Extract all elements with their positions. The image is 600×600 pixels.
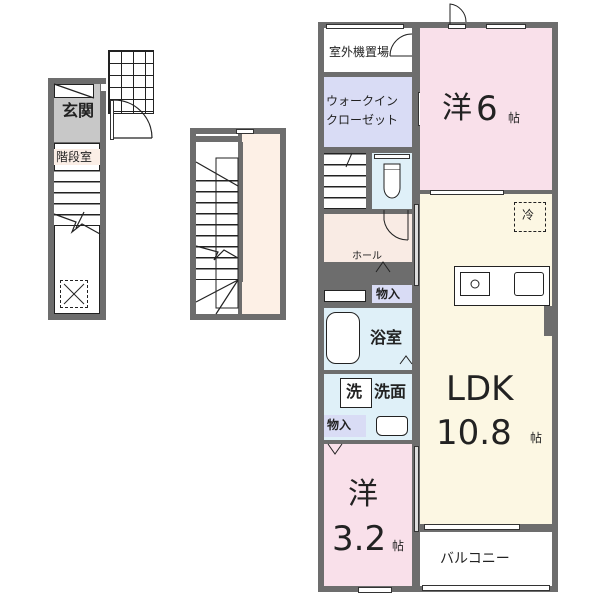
toilet-icon bbox=[383, 163, 401, 199]
western-room-6-top-door-icon[interactable] bbox=[448, 2, 468, 24]
hall-arrow-icon bbox=[375, 261, 391, 273]
entrance-small-square bbox=[101, 84, 108, 91]
outdoor-unit-space bbox=[324, 28, 412, 72]
western-room-6 bbox=[420, 28, 552, 190]
refrigerator-label: 冷 bbox=[522, 208, 535, 222]
western-room-6-type: 洋 bbox=[442, 91, 472, 126]
ldk-balcony-sliding-door[interactable] bbox=[424, 524, 520, 530]
storage-1-label: 物入 bbox=[376, 287, 401, 301]
floor-hatch-x-icon bbox=[63, 283, 85, 305]
floor2-stair-treads bbox=[196, 180, 238, 280]
wash-basin-icon bbox=[376, 416, 408, 436]
room6-ldk-sliding-door[interactable] bbox=[430, 190, 504, 195]
stairwell-label-bg bbox=[54, 149, 100, 165]
western-room-3-2-door-arrow-icon bbox=[327, 443, 343, 455]
western-room-3-2-window bbox=[358, 587, 392, 593]
storage-2 bbox=[324, 415, 366, 437]
floor3-plan: 室外機置場 ウォークイン クローゼット 洋 6 帖 ホール 物入 浴室 bbox=[318, 3, 558, 594]
washroom-label: 洗面 bbox=[374, 382, 407, 401]
entrance-door-frame bbox=[110, 100, 114, 140]
balcony-label: バルコニー bbox=[440, 551, 510, 567]
washer-space bbox=[340, 378, 372, 408]
western-room-6-vent bbox=[448, 24, 466, 29]
entrance-label: 玄関 bbox=[62, 101, 95, 120]
entrance-porch-tiles bbox=[108, 50, 154, 114]
western-room-6-unit: 帖 bbox=[508, 111, 521, 125]
bathroom-label: 浴室 bbox=[370, 328, 403, 347]
stair-break-line bbox=[53, 211, 101, 235]
outdoor-unit-window bbox=[326, 24, 404, 29]
toilet-window bbox=[374, 154, 410, 159]
shoe-box-diagonal bbox=[53, 83, 95, 99]
sink-drain-icon bbox=[470, 279, 480, 289]
kitchen-partition bbox=[544, 306, 552, 336]
bathtub-icon bbox=[326, 312, 360, 364]
floor-hatch-icon bbox=[60, 280, 88, 308]
hall-sliding-door[interactable] bbox=[414, 204, 419, 286]
western-room-3-2-type: 洋 bbox=[348, 477, 378, 512]
ldk-type: LDK bbox=[446, 369, 514, 409]
western-room-3-2-sliding-door[interactable] bbox=[414, 446, 419, 532]
floor2-top-ledge bbox=[196, 136, 242, 142]
walkin-closet-label-1: ウォークイン bbox=[326, 94, 399, 108]
ldk-unit: 帖 bbox=[530, 431, 543, 445]
balcony-rail bbox=[422, 585, 550, 591]
floor2-window bbox=[236, 129, 254, 134]
sink-icon bbox=[460, 272, 490, 296]
hall-door-swing-icon[interactable] bbox=[383, 210, 412, 242]
floor2-side-room bbox=[242, 134, 280, 314]
bathroom-door-arrow-icon bbox=[399, 355, 413, 365]
floor3-stair-arrow bbox=[345, 152, 353, 168]
western-room-3-2 bbox=[324, 444, 412, 586]
balcony bbox=[420, 532, 552, 586]
refrigerator-space bbox=[514, 202, 546, 232]
western-room-6-window bbox=[486, 24, 526, 29]
hall-storage-shelf bbox=[324, 290, 366, 302]
floor1-plan: 玄関 階段室 bbox=[0, 0, 170, 330]
stairwell-label: 階段室 bbox=[56, 150, 93, 164]
stove-icon bbox=[514, 272, 544, 296]
hall-label: ホール bbox=[352, 251, 382, 262]
western-room-3-2-size: 3.2 bbox=[332, 519, 387, 559]
storage-1 bbox=[372, 285, 412, 303]
walkin-closet-label-2: クローゼット bbox=[326, 113, 399, 127]
outdoor-unit-label: 室外機置場 bbox=[329, 45, 390, 59]
storage-2-label: 物入 bbox=[327, 418, 352, 432]
ldk-room bbox=[420, 194, 552, 524]
entrance-door-swing-icon[interactable] bbox=[113, 99, 154, 142]
floor3-stair-treads bbox=[324, 153, 366, 209]
washer-label: 洗 bbox=[346, 382, 363, 401]
outdoor-unit-door-icon[interactable] bbox=[389, 32, 414, 68]
western-room-3-2-unit: 帖 bbox=[392, 539, 405, 553]
floor2-plan bbox=[190, 128, 286, 320]
western-room-6-size: 6 bbox=[476, 89, 498, 129]
floor2-partition bbox=[238, 142, 243, 282]
floor2-stair-lines bbox=[195, 157, 239, 315]
walkin-closet bbox=[324, 77, 412, 147]
ldk-size: 10.8 bbox=[436, 413, 512, 453]
